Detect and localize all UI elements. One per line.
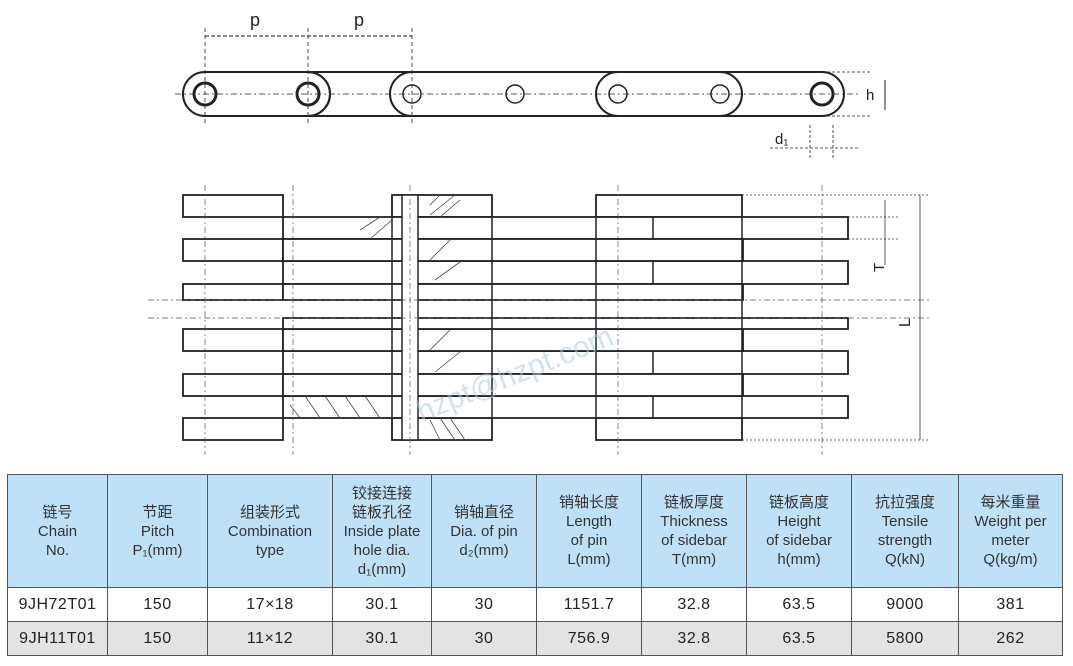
hole-dia-label: d₁: [775, 131, 788, 148]
cell-pin-length: 756.9: [536, 621, 642, 656]
thickness-label: T: [871, 263, 888, 272]
cell-pin-dia: 30: [431, 587, 537, 622]
length-label: L: [897, 318, 914, 327]
cell-tensile: 9000: [851, 587, 959, 622]
table-row: 9JH11T01 150 11×12 30.1 30 756.9 32.8 63…: [7, 621, 1063, 656]
cell-hole-dia: 30.1: [332, 621, 432, 656]
cell-hole-dia: 30.1: [332, 587, 432, 622]
cell-combination: 17×18: [207, 587, 333, 622]
plan-view-chain: [148, 185, 930, 455]
cell-pin-length: 1151.7: [536, 587, 642, 622]
height-label: h: [866, 87, 874, 104]
top-view-chain: [175, 28, 886, 160]
cell-chain-no: 9JH72T01: [7, 587, 108, 622]
cell-chain-no: 9JH11T01: [7, 621, 108, 656]
cell-tensile: 5800: [851, 621, 959, 656]
cell-combination: 11×12: [207, 621, 333, 656]
cell-height: 63.5: [746, 587, 852, 622]
pitch-label-2: p: [354, 10, 364, 30]
cell-weight: 262: [958, 621, 1063, 656]
cell-weight: 381: [958, 587, 1063, 622]
chain-drawing: p p h d₁: [148, 10, 930, 455]
cell-pitch: 150: [107, 621, 208, 656]
table-row: 9JH72T01 150 17×18 30.1 30 1151.7 32.8 6…: [7, 587, 1063, 622]
cell-pin-dia: 30: [431, 621, 537, 656]
cell-height: 63.5: [746, 621, 852, 656]
cell-thickness: 32.8: [641, 587, 747, 622]
cell-pitch: 150: [107, 587, 208, 622]
pitch-label-1: p: [250, 10, 260, 30]
cell-thickness: 32.8: [641, 621, 747, 656]
